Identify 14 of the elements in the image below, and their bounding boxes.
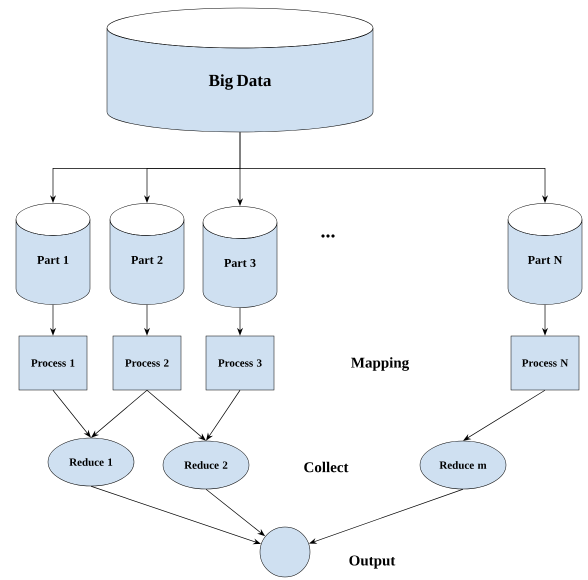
section-label: Mapping	[351, 357, 410, 371]
ellipsis-text: ...	[321, 234, 335, 238]
circle	[260, 526, 310, 578]
process-box: Process 3	[206, 336, 274, 390]
section-label: Collect	[304, 462, 348, 472]
process-box: Process 1	[18, 336, 88, 390]
cylinder: Part 1	[16, 203, 90, 305]
cylinder: Part N	[508, 203, 582, 305]
process-box: Process 2	[112, 336, 182, 390]
cylinder: Big Data	[106, 8, 374, 132]
node-label: Output	[349, 555, 396, 569]
process-box: Process N	[510, 336, 580, 390]
cylinder: Part 3	[202, 206, 278, 308]
cylinder: Part 2	[110, 203, 184, 305]
